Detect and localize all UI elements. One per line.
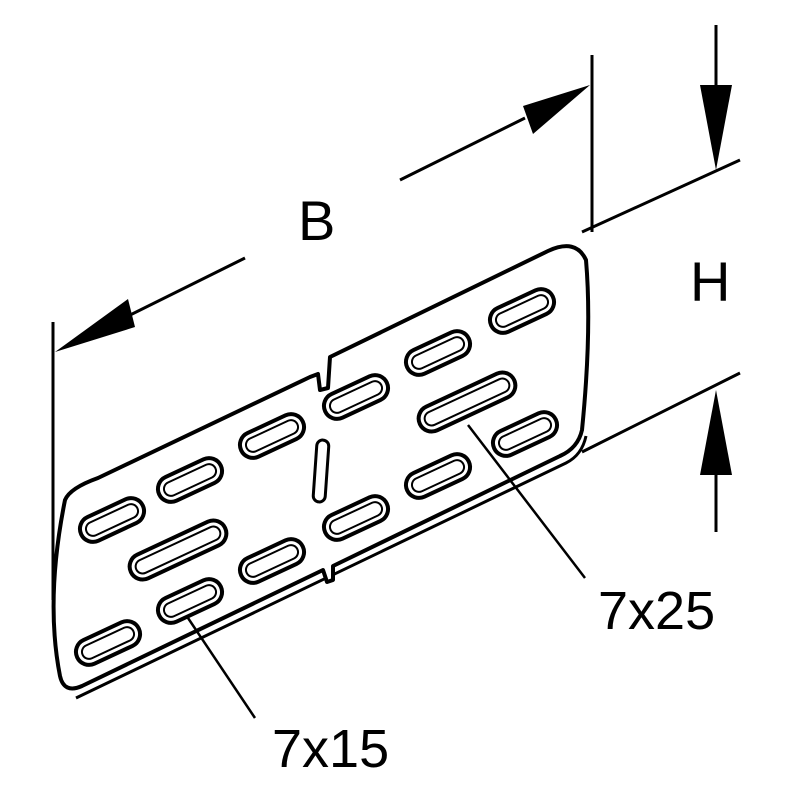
b-dimension-line-right xyxy=(399,116,526,182)
callout-label-7x25: 7x25 xyxy=(598,581,716,641)
dimension-label-b: B xyxy=(298,189,336,252)
callout-label-7x15: 7x15 xyxy=(272,719,390,779)
dimension-label-h: H xyxy=(690,250,731,313)
leader-line-7x15 xyxy=(186,617,257,719)
b-arrow-left xyxy=(55,299,135,352)
b-arrow-right xyxy=(523,85,590,134)
center-slot xyxy=(311,438,331,504)
plate-thickness-edge xyxy=(75,435,588,700)
h-arrow-bottom xyxy=(700,390,732,475)
h-extension-bottom xyxy=(581,371,741,454)
leader-line-7x25 xyxy=(467,424,586,579)
h-arrow-top xyxy=(700,85,732,170)
h-extension-top xyxy=(581,158,741,234)
